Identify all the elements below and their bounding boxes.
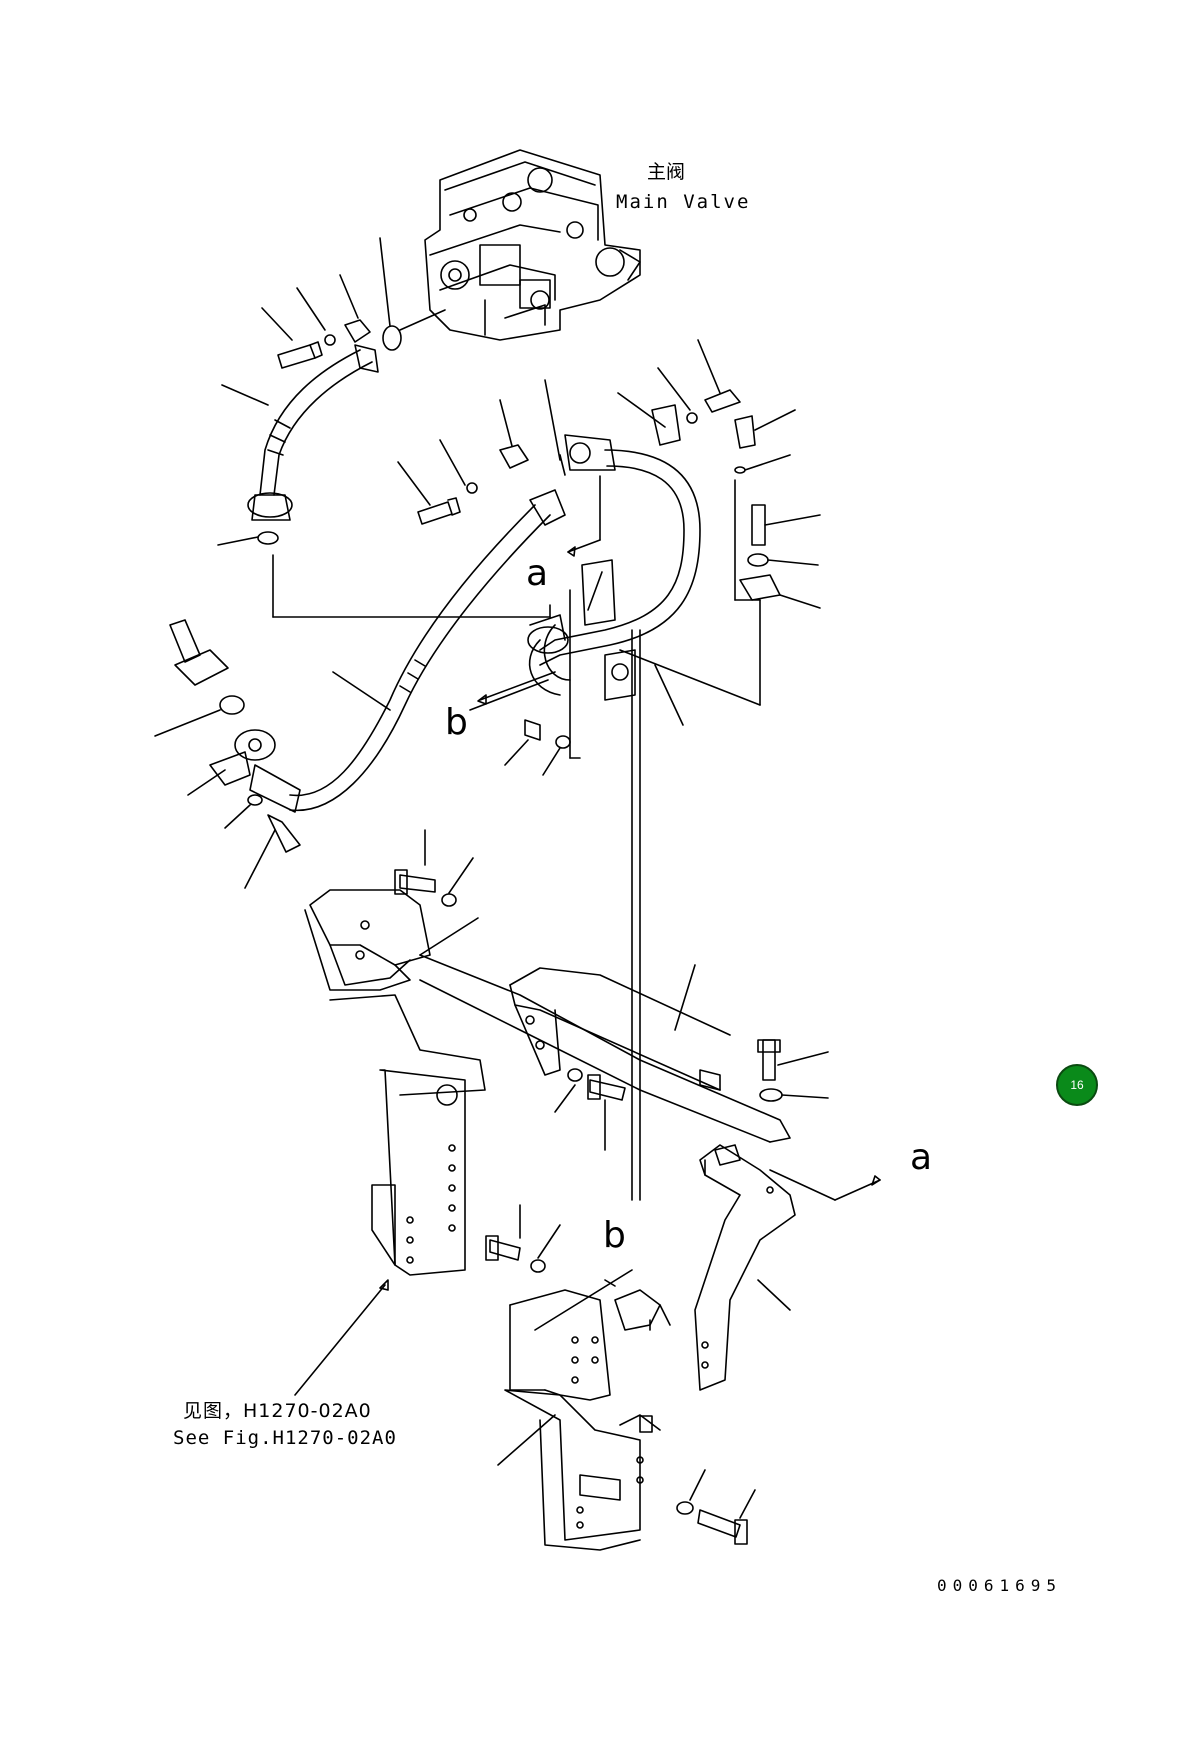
part-callout-badge[interactable]: 16: [1056, 1064, 1098, 1106]
see-figure-label-chinese: 见图，H1270-02A0: [183, 1400, 372, 1422]
see-figure-leader: [294, 1279, 389, 1396]
bottom-support-frame: [497, 1289, 671, 1551]
reference-b-arrow: [534, 1269, 633, 1331]
document-number: 00061695: [937, 1576, 1063, 1595]
cross-member-bolts: [554, 1039, 829, 1151]
main-valve-label: Main Valve: [616, 191, 751, 213]
upper-hose: [247, 344, 379, 521]
lower-left-fittings: [154, 619, 301, 889]
pipe-bracket-fasteners: [617, 339, 821, 706]
reference-lines: [272, 475, 641, 1201]
reference-a-label: a: [526, 553, 549, 594]
reference-b-label: b: [445, 702, 468, 743]
left-support-bolts: [394, 829, 479, 956]
upper-hose-fasteners: [217, 237, 446, 546]
steel-pipe: [469, 434, 701, 776]
main-valve-assembly: [424, 149, 641, 341]
cross-member: [419, 954, 791, 1143]
reference-a-label-lower: a: [910, 1137, 933, 1178]
reference-b-label-lower: b: [603, 1215, 626, 1256]
main-valve-label-chinese: 主阀: [647, 161, 686, 183]
bottom-bolts: [485, 1204, 756, 1545]
right-bracket: [694, 1144, 881, 1391]
center-hose: [234, 489, 566, 813]
see-figure-label: See Fig.H1270-02A0: [173, 1427, 397, 1449]
left-support-frame: [304, 889, 486, 1276]
center-hose-fasteners: [397, 379, 566, 525]
